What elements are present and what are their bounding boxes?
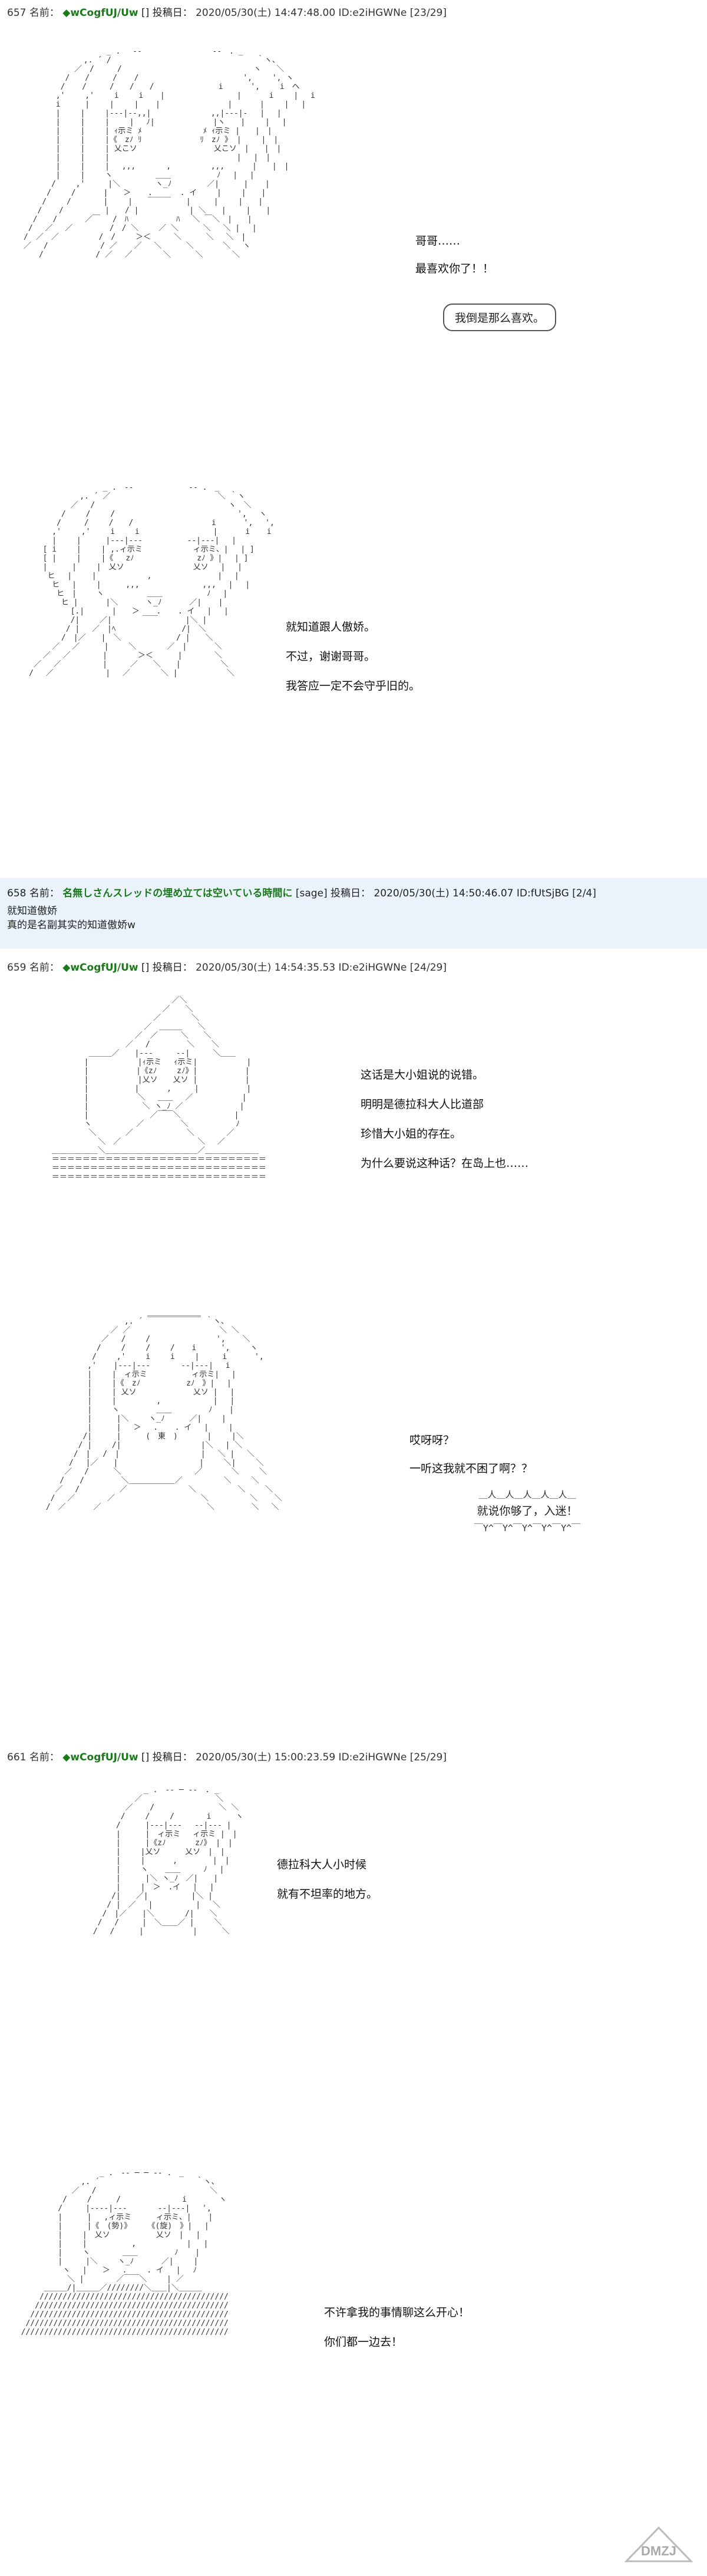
watermark-logo: DMZJ [624,2526,693,2562]
reply-text: 真的是名副其实的知道傲娇w [7,919,136,931]
name-label: 名前： [29,888,60,899]
post-header-659: 659 名前： ◆wCogfUJ/Uw [] 投稿日： 2020/05/30(土… [0,955,707,981]
ascii-art-scene-1: _ . -‐ ￣￣￣￣￣￣￣￣ ‐- . _ ,. ´ / ｀ヽ、 ／ / / … [24,47,315,259]
ascii-art-scene-6: _ . -‐ ─ ─ ‐- . _ ,. ´ ｀ヽ、 ／ / ＼ / / / i… [21,2169,229,2337]
dialog-line: 哥哥…… [415,235,461,248]
post-date: 2020/05/30(土) 14:50:46.07 ID:fUtSjBG [2/… [374,888,596,899]
poster-name[interactable]: ◆wCogfUJ/Uw [62,7,138,19]
post-separator: [sage] 投稿日： [295,888,371,899]
dialog-line: 不过，谢谢哥哥。 [286,650,376,663]
reply-post-658: 658 名前： 名無しさんスレッドの埋め立ては空いている時間に [sage] 投… [0,878,707,949]
post-number: 661 [7,1752,27,1763]
dialog-line: 就有不坦率的地方。 [277,1888,378,1901]
post-number: 658 [7,888,27,899]
watermark-text: DMZJ [641,2544,676,2558]
poster-name[interactable]: ◆wCogfUJ/Uw [62,962,138,974]
dialog-line: 就知道跟人傲娇。 [286,621,376,634]
post-date: 2020/05/30(土) 14:54:35.53 ID:e2iHGWNe [2… [196,962,447,974]
dialog-line: 为什么要说这种话？在岛上也…… [361,1157,529,1170]
reply-text: 就知道傲娇 [7,905,57,917]
dialog-line: 我答应一定不会守乎旧的。 [286,680,421,692]
post-date: 2020/05/30(土) 14:47:48.00 ID:e2iHGWNe [2… [196,7,447,19]
post-header-658: 658 名前： 名無しさんスレッドの埋め立ては空いている時間に [sage] 投… [7,883,700,904]
dialog-line: 明明是德拉科大人比道部 [361,1098,484,1111]
dialog-line: 不许拿我的事情聊这么开心！ [324,2306,470,2319]
dialog-line: 一听这我就不困了啊？？ [409,1462,533,1475]
shout-text: 就说你够了，入迷！ [477,1505,578,1518]
post-header-661: 661 名前： ◆wCogfUJ/Uw [] 投稿日： 2020/05/30(土… [0,1744,707,1770]
ascii-art-scene-2: _ . -‐ ￣￣￣￣￣￣ ‐- . _ ,. ´ ／ ＼ ｀ヽ ／ / ヽ ＼… [29,483,275,678]
dialog-line: 最喜欢你了！！ [415,262,494,275]
post-separator: [] 投稿日： [141,962,193,974]
ascii-art-scene-5: _ . -‐ ─ ‐- . _ ／ ＼ ／ / ＼ ＼ / / / i ヽ / … [92,1786,244,1936]
dialog-line: 珍惜大小姐的存在。 [361,1127,462,1140]
ascii-art-scene-3: ／＼ ／ ＼ ／ ＼ ／ ＿＿＿ ＼ ／ ／ ＼ ＼ ／ / ＼ ＼ ＿＿＿／ … [51,996,266,1182]
post-header-657: 657 名前： ◆wCogfUJ/Uw [] 投稿日： 2020/05/30(土… [0,0,707,26]
dialog-line: 德拉科大人小时候 [277,1858,367,1871]
post-date: 2020/05/30(土) 15:00:23.59 ID:e2iHGWNe [2… [196,1752,447,1763]
ascii-art-scene-4: ＿＿＿＿＿＿＿ ,. ´ ￣￣￣￣￣￣￣ ｀ヽ、 ／ ／ ＼ ＼ ／ / / '… [45,1308,282,1512]
dialog-line: 你们都一边去！ [324,2336,403,2349]
post-separator: [] 投稿日： [141,7,193,19]
speech-bubble: 我倒是那么喜欢。 [443,304,557,331]
name-label: 名前： [29,1752,60,1763]
poster-name[interactable]: 名無しさんスレッドの埋め立ては空いている時間に [62,888,293,899]
shout-burst: ＿人＿人＿人＿人＿人＿ 就说你够了，入迷！ ￣Y^￣Y^￣Y^￣Y^￣Y^￣ [430,1488,625,1534]
post-number: 659 [7,962,27,974]
name-label: 名前： [29,962,60,974]
post-number: 657 [7,7,27,19]
poster-name[interactable]: ◆wCogfUJ/Uw [62,1752,138,1763]
dialog-line: 这话是大小姐说的说错。 [361,1068,484,1081]
name-label: 名前： [29,7,60,19]
dialog-line: 哎呀呀？ [409,1434,455,1447]
post-separator: [] 投稿日： [141,1752,193,1763]
